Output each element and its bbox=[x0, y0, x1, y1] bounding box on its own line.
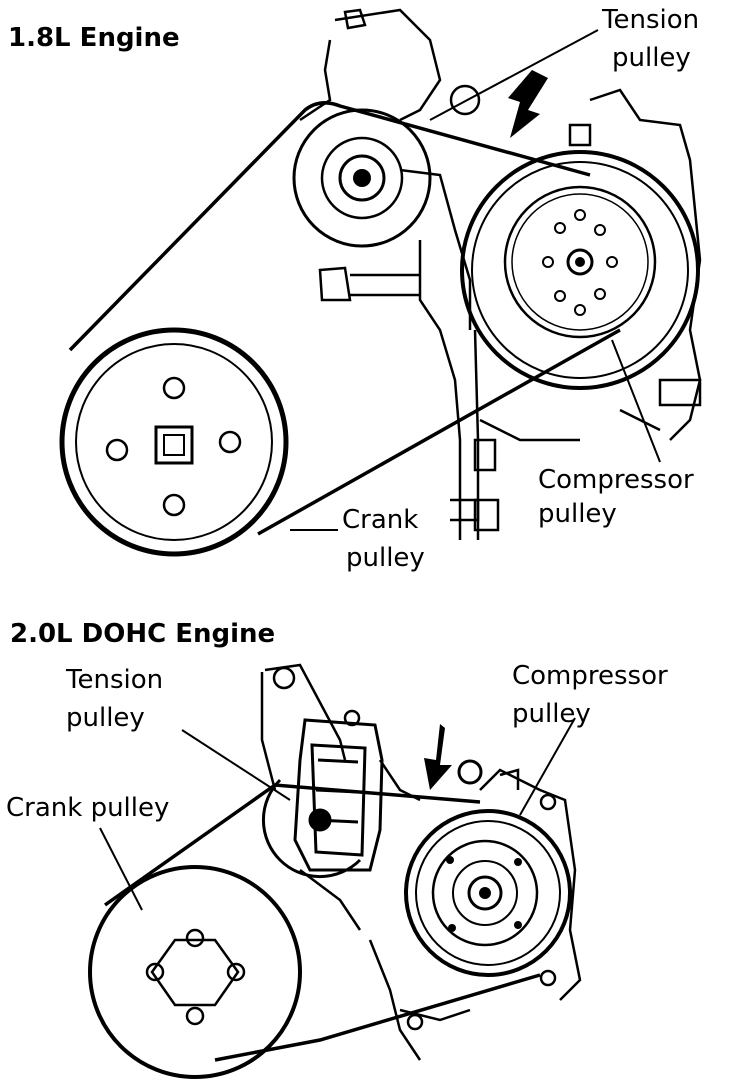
label-compressor-pulley-top-2: pulley bbox=[538, 499, 617, 529]
engine-2-0l-tensioner-bracket bbox=[293, 718, 483, 872]
label-compressor-pulley-bottom-1: Compressor bbox=[512, 661, 668, 691]
engine-1-8l-panel: 1.8L Engine bbox=[8, 5, 702, 573]
label-compressor-pulley-top-1: Compressor bbox=[538, 465, 694, 495]
engine-2-0l-title: 2.0L DOHC Engine bbox=[10, 619, 275, 649]
engine-1-8l-arrow-icon bbox=[508, 70, 548, 138]
engine-1-8l-crank-pulley bbox=[59, 327, 289, 557]
engine-1-8l-block bbox=[299, 8, 702, 540]
label-tension-pulley-bottom-2: pulley bbox=[66, 703, 145, 733]
engine-1-8l-compressor-pulley bbox=[460, 150, 700, 390]
engine-1-8l-belt bbox=[68, 101, 621, 536]
engine-2-0l-arrow-icon bbox=[424, 724, 452, 790]
engine-1-8l-leaders bbox=[290, 29, 661, 531]
label-crank-pulley-top-1: Crank bbox=[342, 505, 418, 535]
engine-2-0l-compressor-pulley bbox=[404, 809, 572, 977]
engine-1-8l-title: 1.8L Engine bbox=[8, 23, 180, 53]
engine-2-0l-crank-pulley bbox=[88, 865, 302, 1079]
label-tension-pulley-bottom-1: Tension bbox=[65, 665, 163, 695]
engine-2-0l-tension-pulley bbox=[261, 778, 362, 879]
engine-2-0l-panel: 2.0L DOHC Engine bbox=[6, 619, 668, 1079]
label-crank-pulley-bottom: Crank pulley bbox=[6, 793, 169, 823]
label-tension-pulley-top-1: Tension bbox=[601, 5, 699, 35]
engine-2-0l-block bbox=[260, 663, 582, 1061]
engine-1-8l-tension-pulley bbox=[292, 84, 481, 248]
engine-2-0l-leaders bbox=[99, 717, 576, 911]
label-tension-pulley-top-2: pulley bbox=[612, 43, 691, 73]
label-compressor-pulley-bottom-2: pulley bbox=[512, 699, 591, 729]
label-crank-pulley-top-2: pulley bbox=[346, 543, 425, 573]
